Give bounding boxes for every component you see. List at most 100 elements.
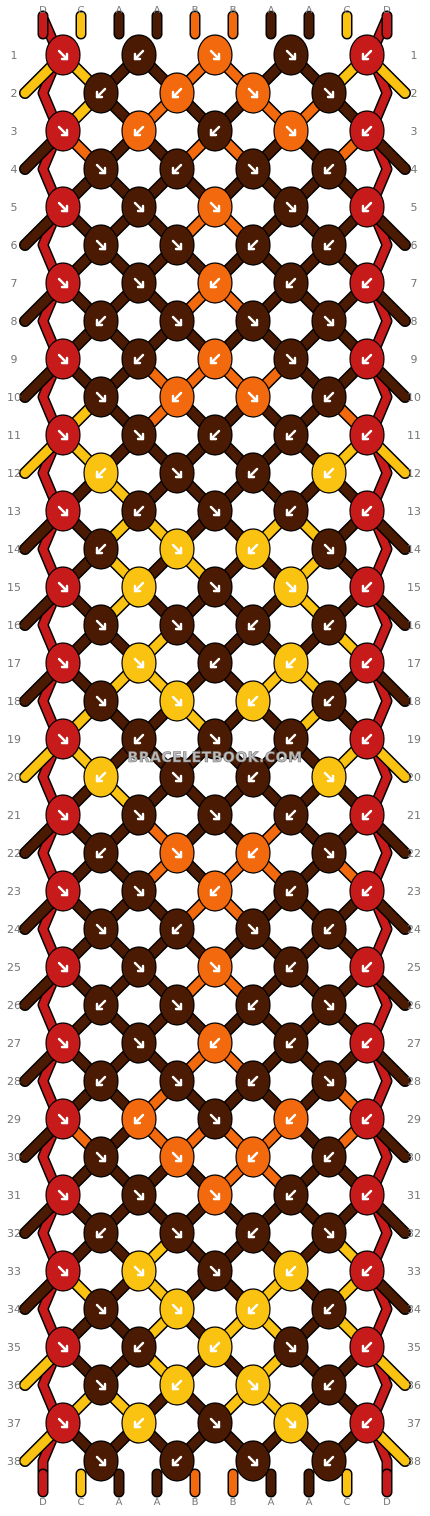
row-number-left: 27 xyxy=(7,1037,21,1050)
knot xyxy=(159,1440,195,1482)
row-number-right: 14 xyxy=(407,543,421,556)
knot-arrow-icon xyxy=(361,809,373,821)
knot-arrow-icon xyxy=(323,1075,335,1087)
knot-arrow-icon xyxy=(57,353,69,365)
knot-arrow-icon xyxy=(133,277,145,289)
knot xyxy=(45,338,81,380)
row-number-left: 38 xyxy=(7,1455,21,1468)
knot-arrow-icon xyxy=(209,657,221,669)
row-number-left: 4 xyxy=(11,163,18,176)
knot-arrowhead-icon xyxy=(212,204,221,213)
knot-arrowhead-icon xyxy=(285,1040,294,1049)
knot-arrow-icon xyxy=(209,1341,221,1353)
knot-arrow-icon xyxy=(285,885,297,897)
knot-arrow-icon xyxy=(285,657,297,669)
knot-arrow-icon xyxy=(57,1417,69,1429)
knot xyxy=(83,604,119,646)
knot-arrowhead-icon xyxy=(250,166,259,175)
knot-arrowhead-icon xyxy=(209,888,218,897)
knot xyxy=(83,1212,119,1254)
knot xyxy=(45,1326,81,1368)
knot xyxy=(83,300,119,342)
knot-arrow-icon xyxy=(209,1417,221,1429)
knot xyxy=(273,642,309,684)
knot-arrowhead-icon xyxy=(247,1230,256,1239)
knot-arrow-icon xyxy=(247,315,259,327)
knot-arrowhead-icon xyxy=(323,242,332,251)
knot-arrowhead-icon xyxy=(323,1306,332,1315)
row-number-left: 20 xyxy=(7,771,21,784)
knot-arrowhead-icon xyxy=(250,1382,259,1391)
knot-arrow-icon xyxy=(133,125,145,137)
knot xyxy=(45,1098,81,1140)
knot-arrowhead-icon xyxy=(326,850,335,859)
row-number-right: 1 xyxy=(411,49,418,62)
knot-arrow-icon xyxy=(133,49,145,61)
knot xyxy=(273,262,309,304)
knot xyxy=(311,832,347,874)
knot xyxy=(311,300,347,342)
string-letter-top: A xyxy=(306,5,313,16)
knot-arrowhead-icon xyxy=(95,1230,104,1239)
knot-arrow-icon xyxy=(285,1265,297,1277)
knot-arrow-icon xyxy=(285,125,297,137)
knot xyxy=(159,376,195,418)
knot-arrow-icon xyxy=(133,201,145,213)
knot-arrowhead-icon xyxy=(98,622,107,631)
knot-arrow-icon xyxy=(247,695,259,707)
knot-arrow-icon xyxy=(285,201,297,213)
knot-arrow-icon xyxy=(323,619,335,631)
knot-arrowhead-icon xyxy=(212,1116,221,1125)
knot xyxy=(121,794,157,836)
knot-arrow-icon xyxy=(133,1113,145,1125)
knot-arrow-icon xyxy=(133,1417,145,1429)
knot-arrow-icon xyxy=(57,1037,69,1049)
knot-arrow-icon xyxy=(95,163,107,175)
knot-arrow-icon xyxy=(247,1075,259,1087)
knot-arrowhead-icon xyxy=(98,1382,107,1391)
knot-arrowhead-icon xyxy=(247,470,256,479)
knot-arrowhead-icon xyxy=(285,888,294,897)
knot xyxy=(311,1440,347,1482)
string-letter-top: A xyxy=(116,5,123,16)
row-number-right: 10 xyxy=(407,391,421,404)
knot-arrow-icon xyxy=(171,999,183,1011)
knot-arrowhead-icon xyxy=(361,356,370,365)
knot xyxy=(235,1136,271,1178)
string-letter-bottom: B xyxy=(230,1497,237,1508)
knot-arrow-icon xyxy=(209,429,221,441)
knot-arrow-icon xyxy=(171,1455,183,1467)
knot-arrow-icon xyxy=(361,1341,373,1353)
knot-arrowhead-icon xyxy=(247,1002,256,1011)
knot-arrow-icon xyxy=(171,315,183,327)
row-number-right: 25 xyxy=(407,961,421,974)
knot-arrowhead-icon xyxy=(136,812,145,821)
knot-arrow-icon xyxy=(285,49,297,61)
knot-arrowhead-icon xyxy=(60,964,69,973)
knot-arrow-icon xyxy=(133,961,145,973)
knot-arrow-icon xyxy=(323,391,335,403)
knot-arrow-icon xyxy=(323,847,335,859)
knot-arrow-icon xyxy=(171,1303,183,1315)
knot-arrow-icon xyxy=(285,277,297,289)
knot xyxy=(159,604,195,646)
knot-arrowhead-icon xyxy=(95,850,104,859)
knot xyxy=(45,110,81,152)
knot-arrowhead-icon xyxy=(361,888,370,897)
knot xyxy=(311,224,347,266)
knot xyxy=(83,1288,119,1330)
knot xyxy=(311,1364,347,1406)
knot-arrow-icon xyxy=(95,1075,107,1087)
knot xyxy=(83,832,119,874)
knot xyxy=(159,756,195,798)
knot-arrowhead-icon xyxy=(133,1344,142,1353)
knot xyxy=(159,1212,195,1254)
knot-arrow-icon xyxy=(209,1113,221,1125)
knot-arrow-icon xyxy=(209,885,221,897)
knot xyxy=(121,338,157,380)
knot xyxy=(121,110,157,152)
knot xyxy=(197,34,233,76)
knot-arrowhead-icon xyxy=(174,698,183,707)
knot-arrow-icon xyxy=(133,657,145,669)
knot-arrow-icon xyxy=(171,391,183,403)
